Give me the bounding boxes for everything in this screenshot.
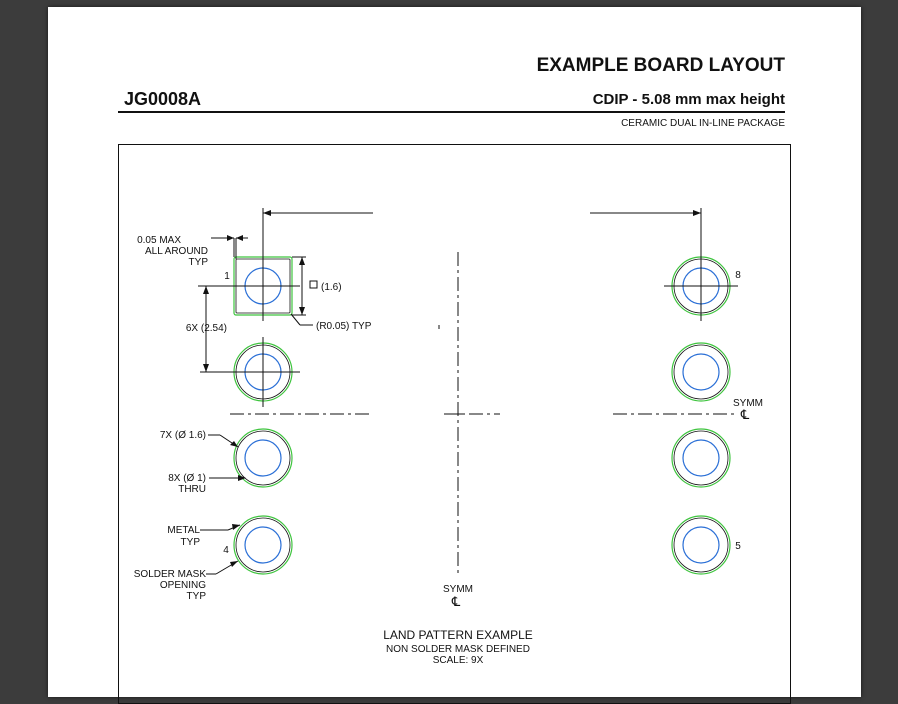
pitch-label: 6X (2.54): [186, 323, 227, 334]
package-heading: CDIP - 5.08 mm max height: [592, 91, 785, 108]
width-dimension: [262, 208, 702, 252]
caption-subtitle: NON SOLDER MASK DEFINED: [386, 644, 530, 655]
part-number: JG0008A: [124, 89, 202, 109]
pin-label-1: 1: [224, 271, 230, 282]
square-pad-label: (1.6): [321, 282, 342, 293]
centerline-symbol-icon: ℄: [451, 594, 461, 609]
symm-horizontal-label: SYMM: [733, 398, 763, 409]
mask-label-1: SOLDER MASK: [134, 569, 207, 580]
metal-label-1: METAL: [167, 525, 200, 536]
clearance-label-1: 0.05 MAX: [137, 235, 181, 246]
square-pad-dimension: [292, 256, 318, 316]
corner-radius-label: (R0.05) TYP: [316, 321, 372, 332]
pad-pin-3: [233, 428, 293, 488]
pad-pin-5: [671, 515, 731, 575]
package-description: CERAMIC DUAL IN-LINE PACKAGE: [621, 118, 785, 129]
pin-label-8: 8: [735, 270, 741, 281]
centerline-symbol-icon: ℄: [740, 407, 750, 422]
caption-title: LAND PATTERN EXAMPLE: [383, 628, 533, 642]
mask-label-3: TYP: [187, 591, 207, 602]
pad-pin-7: [671, 342, 731, 402]
header-rule: [118, 111, 785, 113]
pad-pin-2: [200, 337, 300, 407]
drill-label-2: THRU: [178, 484, 206, 495]
land-pattern-drawing: 0.05 MAX ALL AROUND TYP (1.6) (R0.05) TY…: [134, 208, 763, 666]
mask-label-2: OPENING: [160, 580, 206, 591]
metal-label-2: TYP: [181, 537, 201, 548]
clearance-label-2: ALL AROUND: [145, 246, 208, 257]
pad-pin-6: [671, 428, 731, 488]
pad-pin-8: [664, 251, 738, 321]
clearance-dimension: [211, 235, 248, 259]
drill-label-1: 8X (Ø 1): [168, 473, 206, 484]
layout-title: EXAMPLE BOARD LAYOUT: [536, 55, 785, 76]
pin-label-5: 5: [735, 541, 741, 552]
symm-vertical-label: SYMM: [443, 584, 473, 595]
pitch-dimension: [198, 285, 234, 372]
caption-scale: SCALE: 9X: [433, 655, 484, 666]
pad-pin-1: [226, 251, 300, 321]
clearance-label-3: TYP: [189, 257, 209, 268]
pad-diameter-label: 7X (Ø 1.6): [160, 430, 206, 441]
pad-pin-4: [233, 515, 293, 575]
square-symbol-icon: [309, 280, 318, 289]
pin-label-4: 4: [223, 545, 229, 556]
document-page: EXAMPLE BOARD LAYOUT JG0008A CDIP - 5.08…: [48, 7, 861, 704]
